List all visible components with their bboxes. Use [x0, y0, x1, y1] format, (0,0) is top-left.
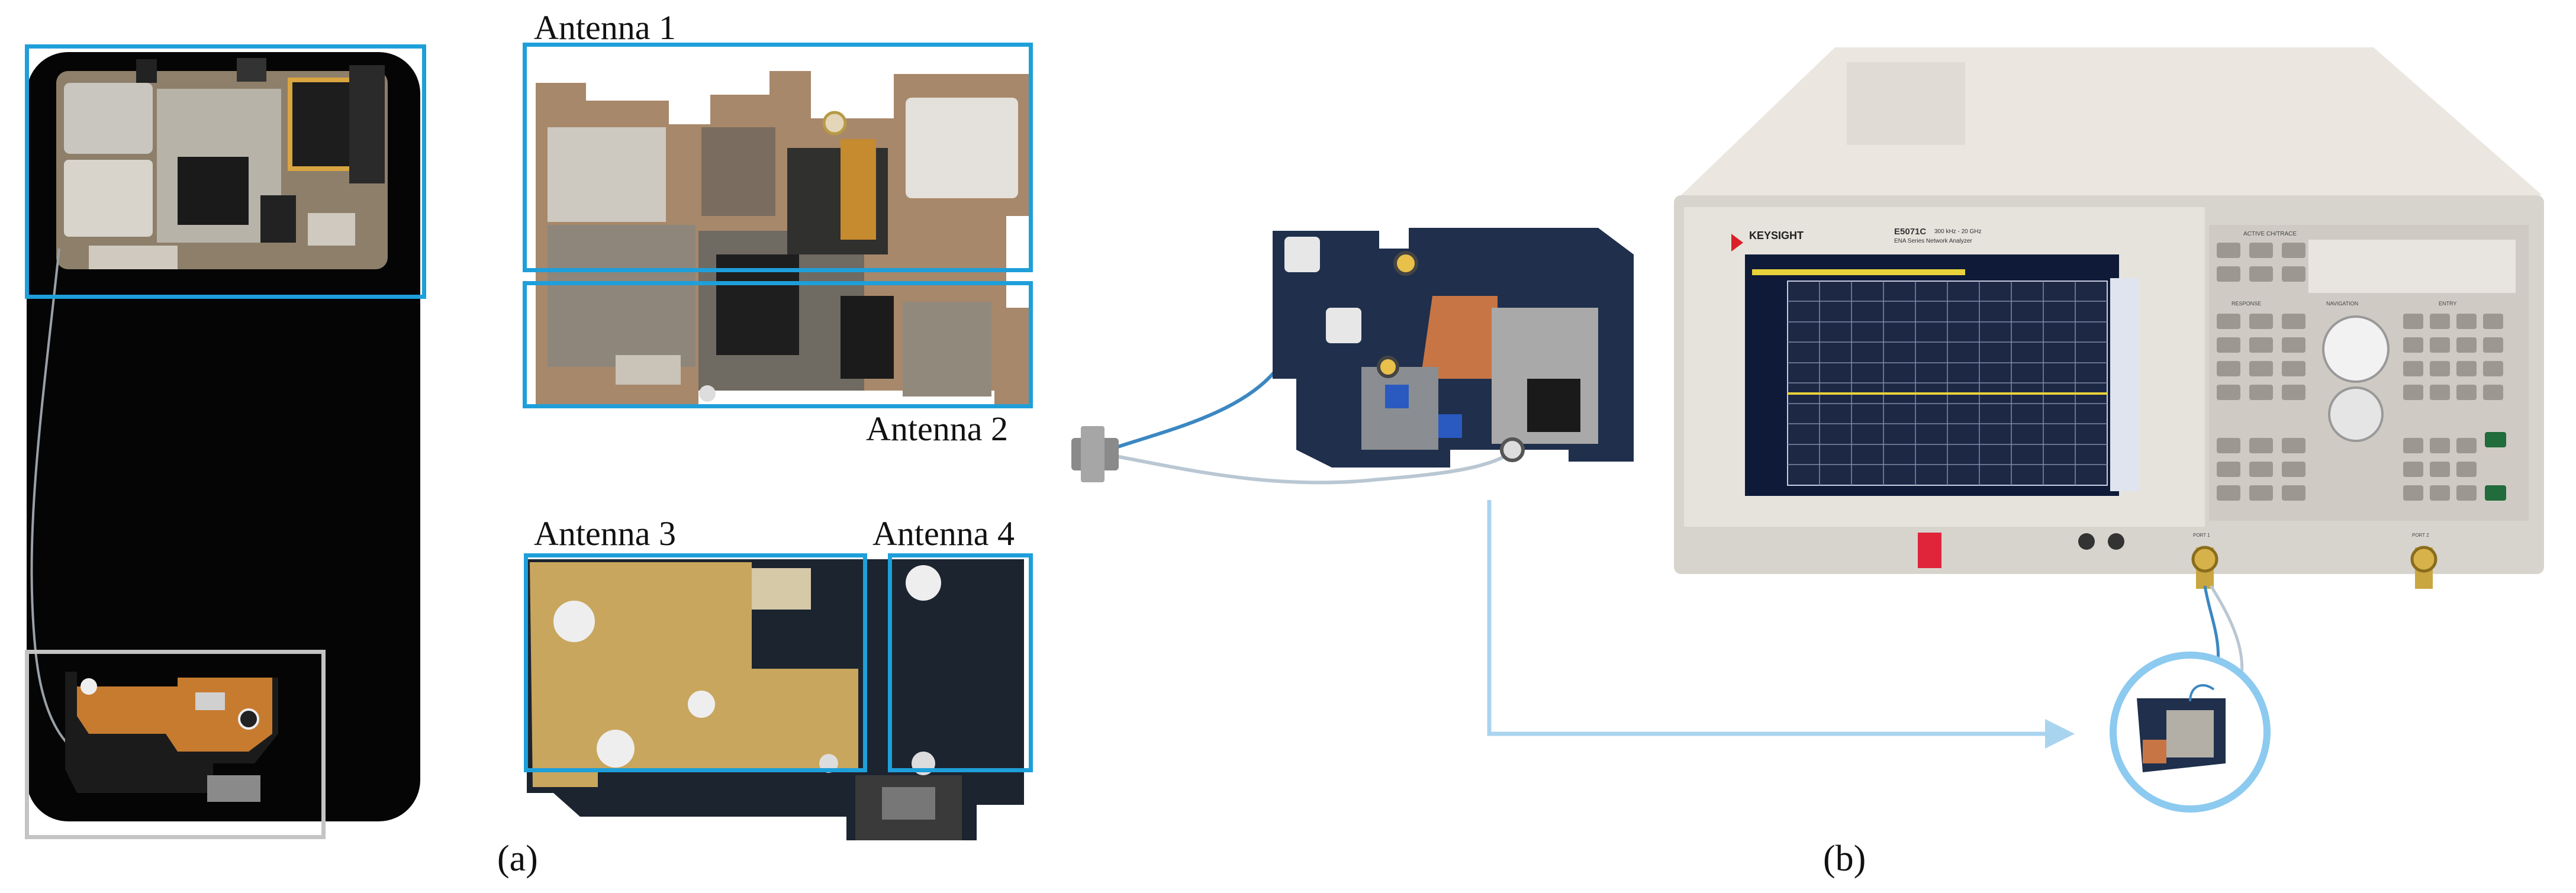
- analyzer-range: 300 kHz - 20 GHz: [1934, 228, 1982, 235]
- caption-a: (a): [497, 839, 538, 879]
- caption-b: (b): [1823, 839, 1866, 879]
- port1-label: PORT 1: [2193, 533, 2210, 538]
- antenna-3-box: [524, 553, 867, 772]
- analyzer-brand: KEYSIGHT: [1749, 230, 1804, 241]
- navigation-label: NAVIGATION: [2326, 301, 2359, 307]
- response-label: RESPONSE: [2232, 301, 2262, 307]
- antenna-1-label: Antenna 1: [534, 8, 676, 47]
- antenna-2-label: Antenna 2: [866, 410, 1008, 448]
- antenna-4-box: [888, 553, 1033, 772]
- antenna-3-label: Antenna 3: [534, 514, 676, 553]
- antenna-4-label: Antenna 4: [872, 514, 1015, 553]
- port2-label: PORT 2: [2412, 533, 2429, 538]
- entry-label: ENTRY: [2439, 301, 2457, 307]
- phone-bottom-highlight-box: [25, 650, 326, 839]
- antenna-1-box: [523, 43, 1033, 272]
- antenna-2-box: [523, 281, 1033, 408]
- analyzer-subtitle: ENA Series Network Analyzer: [1894, 238, 1972, 244]
- phone-top-highlight-box: [25, 44, 426, 299]
- active-ch-label: ACTIVE CH/TRACE: [2243, 231, 2297, 237]
- analyzer-model: E5071C: [1894, 227, 1927, 237]
